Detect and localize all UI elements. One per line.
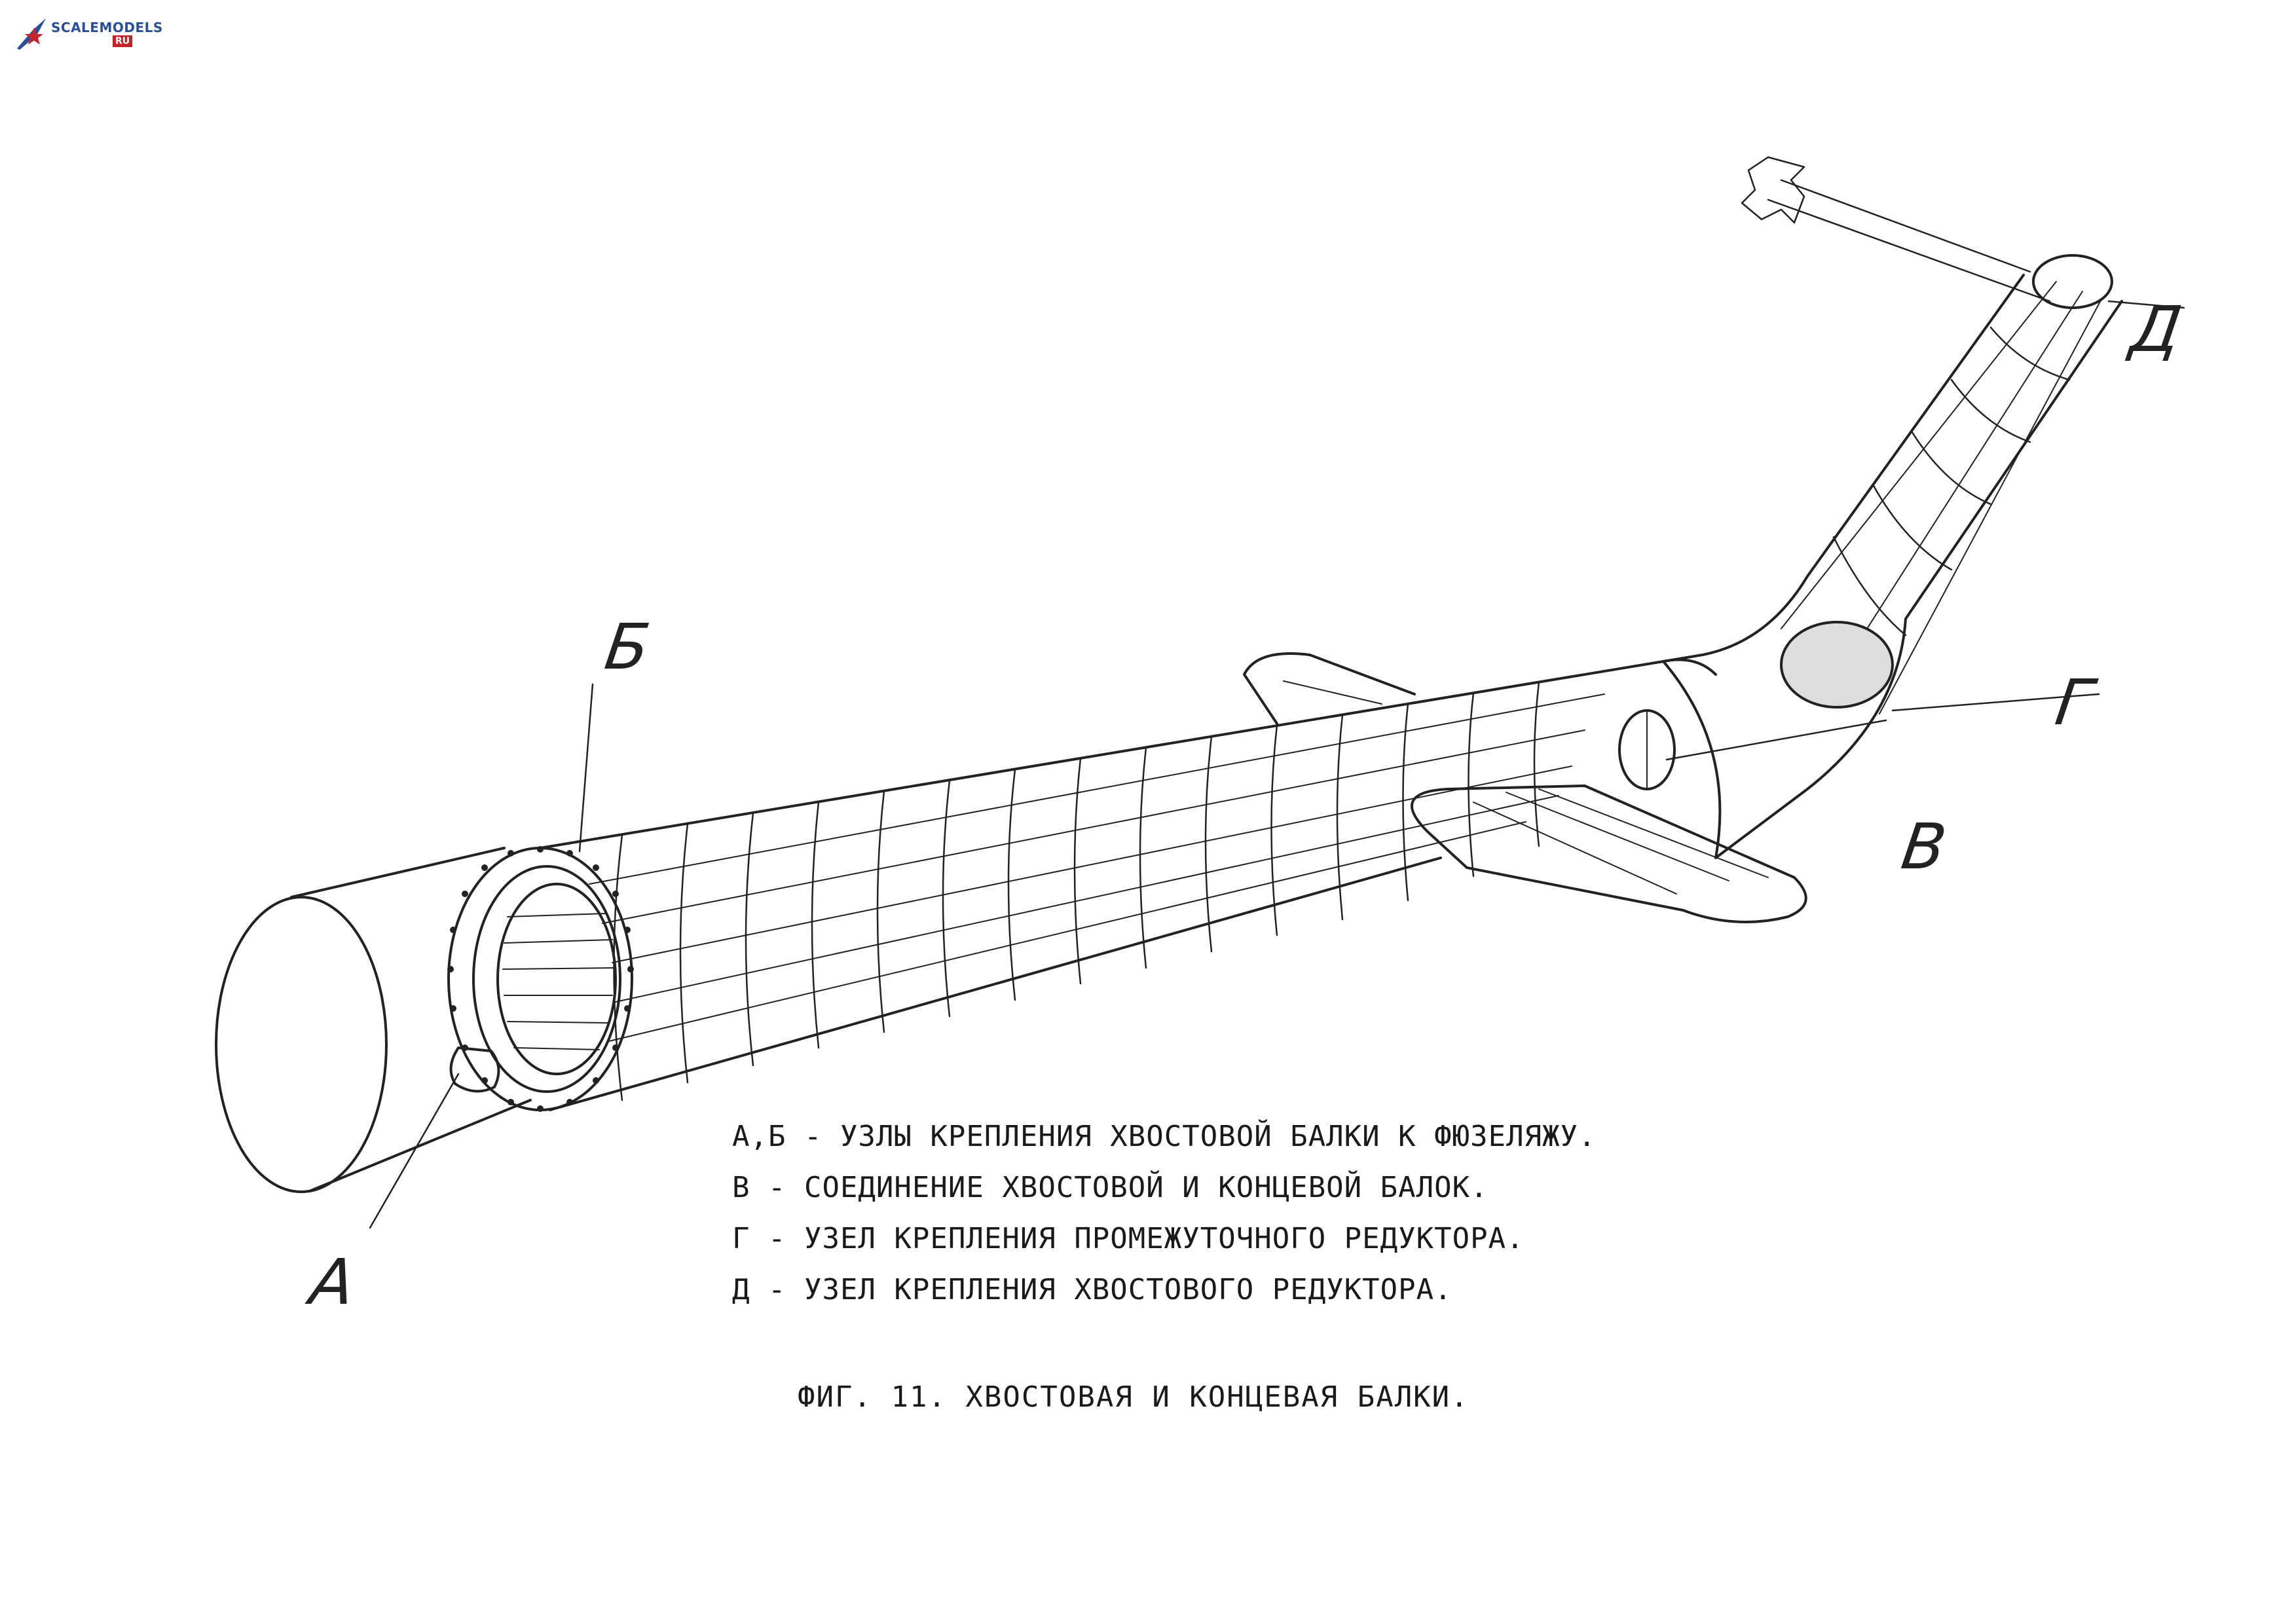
- figure-caption: ФИГ. 11. ХВОСТОВАЯ И КОНЦЕВАЯ БАЛКИ.: [798, 1380, 1469, 1414]
- mount-g: [1780, 621, 1894, 709]
- legend: А,Б - УЗЛЫ КРЕПЛЕНИЯ ХВОСТОВОЙ БАЛКИ К Ф…: [732, 1120, 1597, 1324]
- page-number: 22: [0, 1506, 4, 1538]
- stabilizer-lower: [1411, 784, 1807, 923]
- tail-boom: [539, 658, 1717, 1111]
- leader-lines: [369, 300, 2185, 1229]
- logo-suffix: RU: [113, 35, 133, 47]
- callout-d: Д: [2126, 293, 2186, 366]
- legend-item: В - СОЕДИНЕНИЕ ХВОСТОВОЙ И КОНЦЕВОЙ БАЛО…: [732, 1171, 1488, 1204]
- tail-shaft: [1767, 179, 2051, 303]
- jet-star-icon: [17, 18, 46, 50]
- end-boom-stringers: [1781, 281, 2103, 714]
- callout-a: А: [306, 1246, 360, 1319]
- joint-v: [1618, 709, 1676, 790]
- attachment-flange: [447, 846, 634, 1112]
- legend-item: Д - УЗЕЛ КРЕПЛЕНИЯ ХВОСТОВОГО РЕДУКТОРА.: [732, 1273, 1452, 1306]
- callout-v: В: [1897, 810, 1951, 883]
- legend-item: А,Б - УЗЛЫ КРЕПЛЕНИЯ ХВОСТОВОЙ БАЛКИ К Ф…: [732, 1120, 1597, 1153]
- logo-text: SCALEMODELS: [51, 20, 163, 35]
- boom-frames: [613, 681, 1540, 1101]
- callout-b: Б: [601, 610, 654, 684]
- stabilizer-upper: [1243, 652, 1416, 725]
- rotor-hub: [1741, 156, 1805, 224]
- legend-item: Г - УЗЕЛ КРЕПЛЕНИЯ ПРОМЕЖУТОЧНОГО РЕДУКТ…: [732, 1222, 1525, 1255]
- mount-d: [2032, 254, 2113, 309]
- fuselage-stub: [215, 847, 532, 1193]
- end-boom: [1662, 156, 2123, 859]
- boom-stringers: [589, 693, 1605, 1042]
- site-logo: SCALEMODELS RU: [13, 16, 162, 55]
